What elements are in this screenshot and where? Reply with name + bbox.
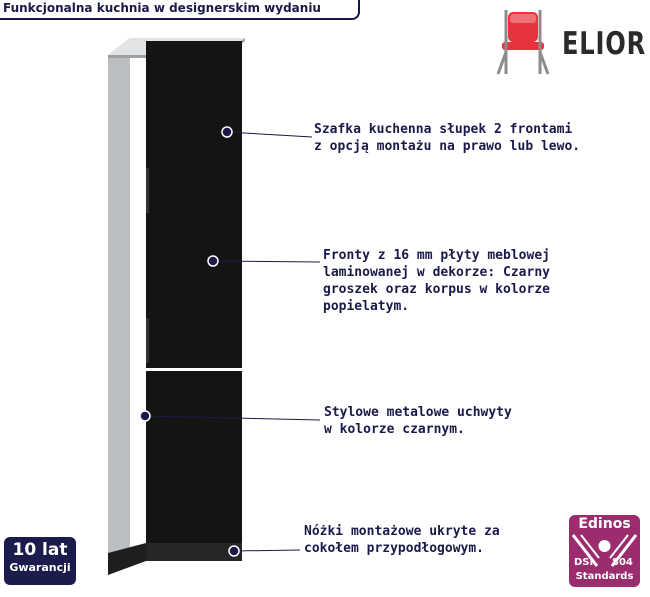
elior-logo: ELIOR xyxy=(492,8,645,78)
standards-badge: Edinos DSI 804 Standards xyxy=(569,515,640,587)
callout-line: groszek oraz korpus w kolorze xyxy=(323,282,550,297)
callout-line: Fronty z 16 mm płyty meblowej xyxy=(323,248,550,263)
callout-line: z opcją montażu na prawo lub lewo. xyxy=(314,139,581,154)
warranty-years: 10 lat xyxy=(12,540,68,560)
warranty-label: Gwarancji xyxy=(9,561,71,574)
badge-bottom: Standards xyxy=(575,571,634,582)
plinth xyxy=(146,543,242,561)
header-bar: Funkcjonalna kuchnia w designerskim wyda… xyxy=(0,0,360,20)
badge-left: DSI xyxy=(574,557,594,568)
badge-right: 804 xyxy=(612,557,633,568)
cabinet-illustration xyxy=(108,38,245,575)
handle-icon xyxy=(146,318,149,363)
page-title: Funkcjonalna kuchnia w designerskim wyda… xyxy=(3,1,321,15)
lower-front xyxy=(146,371,242,543)
cabinet-side xyxy=(108,38,130,575)
callout-line: w kolorze czarnym. xyxy=(324,422,465,437)
callout-line: laminowanej w dekorze: Czarny xyxy=(323,265,550,280)
logo-text: ELIOR xyxy=(562,26,646,62)
chair-icon xyxy=(496,10,550,75)
callout-line: Nóżki montażowe ukryte za xyxy=(304,524,500,539)
handle-icon xyxy=(146,168,149,213)
callout-fronts: Fronty z 16 mm płyty meblowej laminowane… xyxy=(323,247,550,315)
upper-front xyxy=(146,41,242,368)
callout-line: Stylowe metalowe uchwyty xyxy=(324,405,512,420)
badge-brand: Edinos xyxy=(578,516,631,532)
callout-line: Szafka kuchenna słupek 2 frontami xyxy=(314,122,573,137)
callout-line: cokołem przypodłogowym. xyxy=(304,541,485,556)
warranty-badge: 10 lat Gwarancji xyxy=(4,537,76,585)
dsi-mark-icon xyxy=(571,534,638,567)
callout-handles: Stylowe metalowe uchwyty w kolorze czarn… xyxy=(324,404,512,438)
callout-cabinet: Szafka kuchenna słupek 2 frontami z opcj… xyxy=(314,121,580,155)
callout-line: popielatym. xyxy=(323,299,410,314)
callout-legs: Nóżki montażowe ukryte za cokołem przypo… xyxy=(304,523,500,557)
